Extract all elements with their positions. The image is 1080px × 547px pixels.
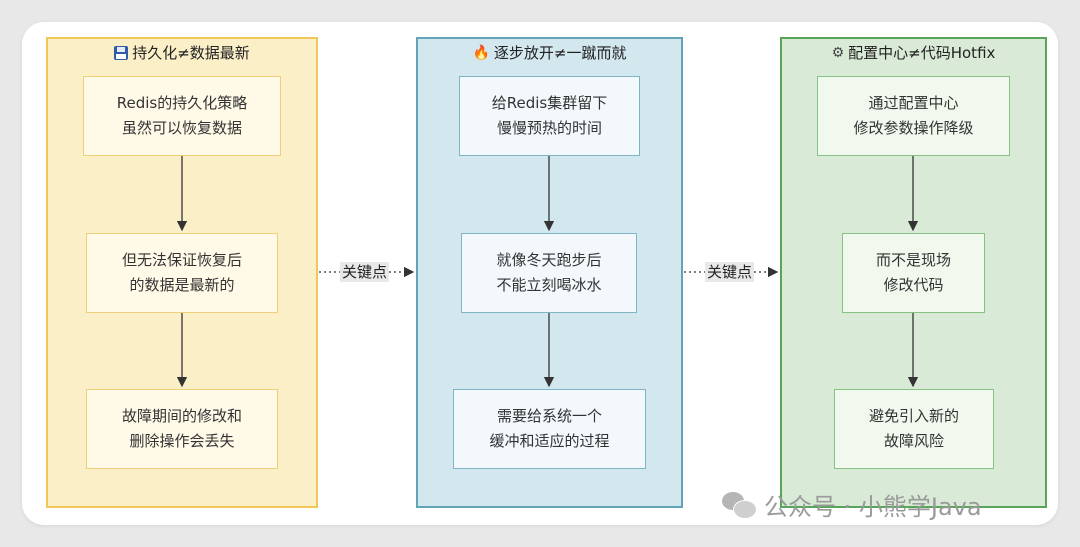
node-text-line: 通过配置中心: [868, 94, 959, 112]
node-text-line: 避免引入新的: [868, 407, 959, 425]
node-avoid-risk: 避免引入新的 故障风险: [834, 389, 994, 469]
node-text-line: 但无法保证恢复后: [121, 251, 242, 269]
group-persistence-title: 持久化≠数据最新: [48, 42, 316, 63]
node-text-line: 修改参数操作降级: [853, 119, 974, 137]
node-buffer-process: 需要给系统一个 缓冲和适应的过程: [453, 389, 646, 469]
node-text-line: Redis的持久化策略: [116, 94, 248, 112]
group-persistence-label: 持久化≠数据最新: [132, 44, 250, 62]
node-text-line: 就像冬天跑步后: [496, 251, 602, 269]
node-text-line: 缓冲和适应的过程: [489, 432, 610, 450]
fire-icon: 🔥: [472, 44, 490, 61]
node-text-line: 而不是现场: [875, 251, 951, 269]
node-changes-lost: 故障期间的修改和 删除操作会丢失: [86, 389, 278, 469]
node-text-line: 修改代码: [883, 276, 944, 294]
group-gradual-release-title: 🔥 逐步放开≠一蹴而就: [418, 42, 681, 63]
node-winter-run: 就像冬天跑步后 不能立刻喝冰水: [461, 233, 637, 313]
node-not-latest-data: 但无法保证恢复后 的数据是最新的: [86, 233, 278, 313]
edge-label-key-point-2: 关键点: [705, 262, 755, 282]
node-warmup-time: 给Redis集群留下 慢慢预热的时间: [459, 76, 640, 156]
node-text-line: 慢慢预热的时间: [496, 119, 602, 137]
floppy-disk-icon: [114, 45, 129, 60]
node-text-line: 虽然可以恢复数据: [121, 119, 242, 137]
node-not-hotfix: 而不是现场 修改代码: [842, 233, 985, 313]
node-config-downgrade: 通过配置中心 修改参数操作降级: [817, 76, 1010, 156]
group-config-center-label: 配置中心≠代码Hotfix: [848, 44, 996, 62]
watermark-text: 公众号 · 小熊学Java: [764, 493, 982, 521]
node-text-line: 不能立刻喝冰水: [496, 276, 602, 294]
group-gradual-release-label: 逐步放开≠一蹴而就: [493, 44, 627, 62]
node-text-line: 需要给系统一个: [496, 407, 602, 425]
group-config-center-title: ⚙ 配置中心≠代码Hotfix: [782, 42, 1045, 63]
node-text-line: 给Redis集群留下: [491, 94, 608, 112]
node-text-line: 的数据是最新的: [129, 276, 235, 294]
node-text-line: 删除操作会丢失: [129, 432, 235, 450]
wechat-icon: [722, 491, 757, 519]
gear-icon: ⚙: [831, 44, 845, 61]
node-text-line: 故障期间的修改和: [121, 407, 242, 425]
edge-label-key-point-1: 关键点: [340, 262, 390, 282]
node-persistence-strategy: Redis的持久化策略 虽然可以恢复数据: [83, 76, 281, 156]
node-text-line: 故障风险: [883, 432, 944, 450]
watermark: 公众号 · 小熊学Java: [722, 487, 982, 522]
